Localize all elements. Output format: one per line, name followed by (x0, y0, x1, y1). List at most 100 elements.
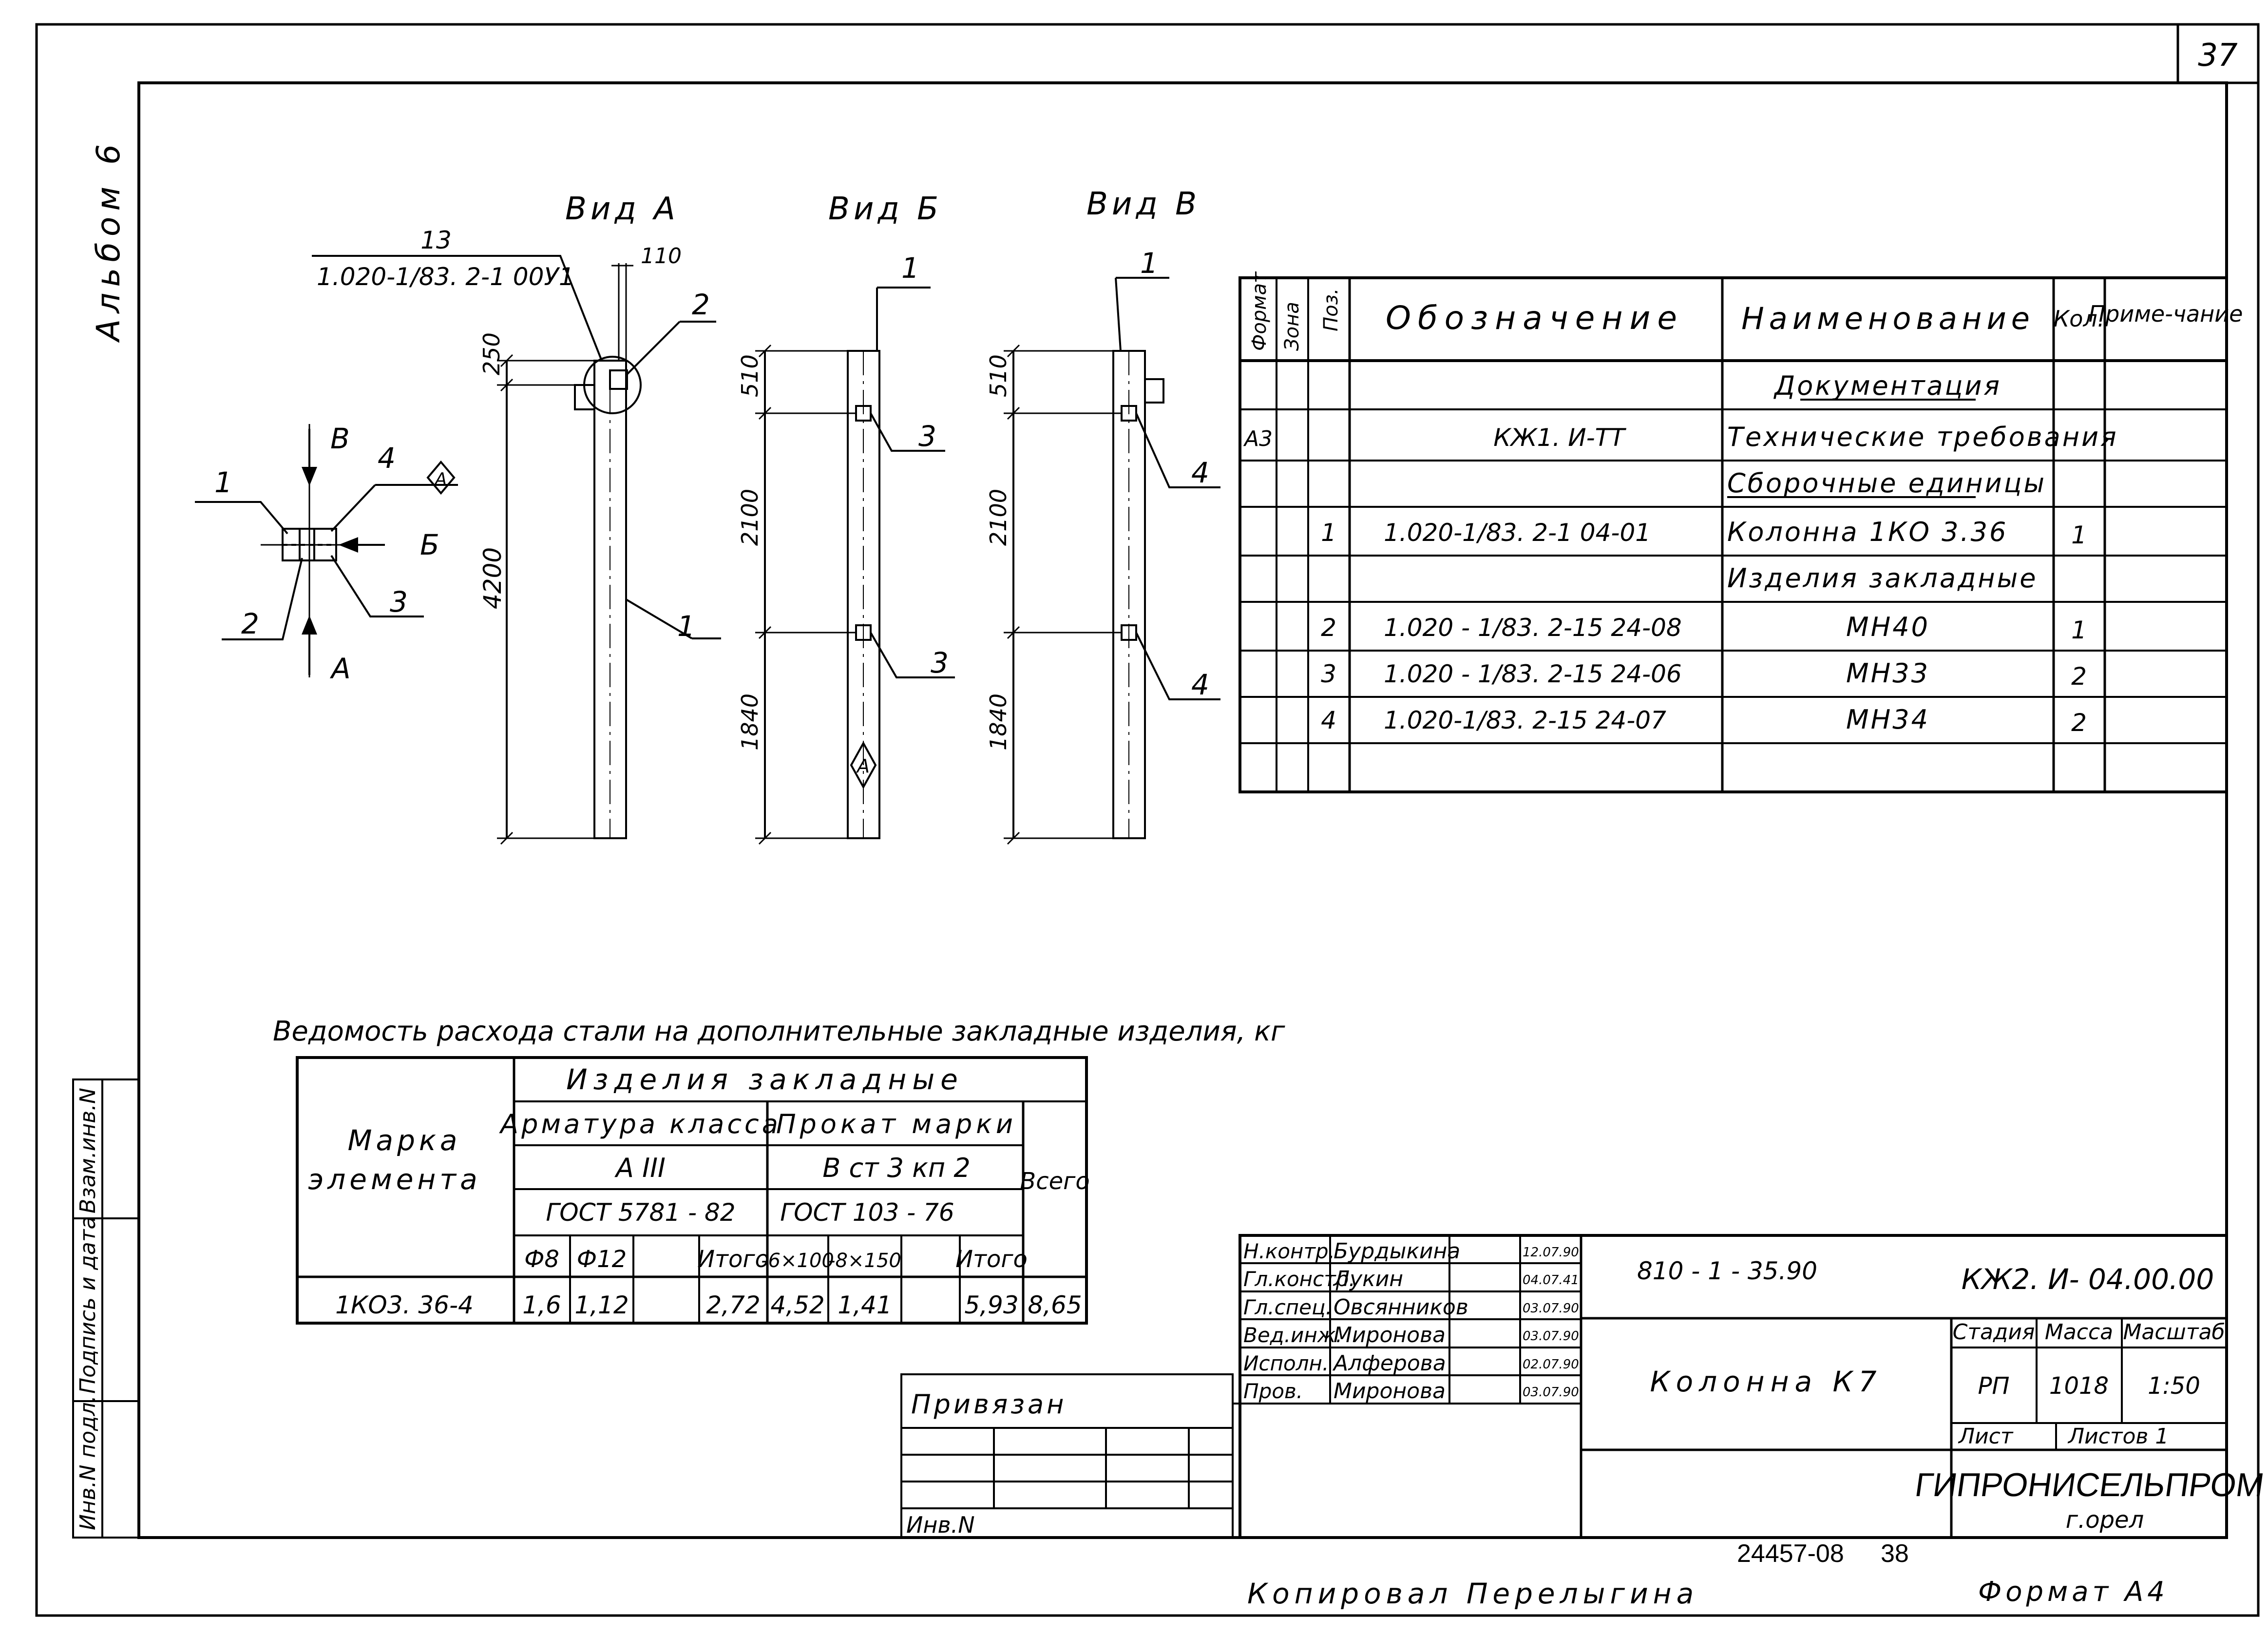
side-stamp (72, 1078, 140, 1539)
spec-row-name: МН34 (1846, 704, 1930, 735)
title-block-code: КЖ2. И- 04.00.00 (1962, 1263, 2214, 1296)
title-block-mass: 1018 (2049, 1372, 2109, 1400)
view-v-pos-4b: 4 (1191, 668, 1209, 701)
view-b-dim-510: 510 (737, 354, 763, 397)
title-block-name: Миронова (1334, 1379, 1446, 1404)
steel-value: 1,6 (522, 1291, 561, 1319)
spec-row-name: Документация (1773, 370, 2001, 401)
title-block-date: 03.07.90 (1523, 1329, 1579, 1344)
title-block-mass-label: Масса (2045, 1320, 2113, 1345)
title-block-name: Миронова (1334, 1323, 1446, 1347)
title-block-sheet-label: Лист (1958, 1424, 2014, 1449)
title-block-series: 810 - 1 - 35.90 (1637, 1257, 1817, 1285)
steel-value: 1,12 (574, 1291, 629, 1319)
spec-row-pos: 4 (1321, 706, 1336, 734)
spec-row: Документация (1773, 370, 2001, 401)
view-a-dim-110: 110 (641, 244, 682, 269)
steel-total-header: Всего (1020, 1168, 1089, 1195)
page-number: 37 (2198, 38, 2238, 74)
plan-view (195, 424, 458, 677)
title-block-city: г.орел (2066, 1506, 2144, 1534)
footer-sheet: 38 (1881, 1540, 1909, 1568)
spec-row-qty: 1 (2071, 521, 2087, 549)
steel-rolled: Прокат марки (776, 1109, 1017, 1139)
footer-format: Формат А4 (1978, 1576, 2169, 1608)
title-block-date: 02.07.90 (1523, 1357, 1579, 1372)
spec-row-designation: 1.020 - 1/83. 2-15 24-08 (1384, 614, 1682, 642)
view-v-pos-4a: 4 (1191, 456, 1209, 489)
spec-row-name: МН40 (1846, 612, 1930, 642)
view-a-dim-4200: 4200 (478, 547, 507, 609)
steel-col-header: -6×100 (761, 1250, 834, 1272)
title-block-role: Исполн. (1243, 1351, 1329, 1375)
spec-row-designation: КЖ1. И-ТТ (1493, 423, 1626, 452)
steel-value: 1,41 (838, 1291, 892, 1319)
plan-diamond-label: А (434, 469, 447, 489)
outer-border (35, 23, 2260, 1617)
steel-caption: Ведомость расхода стали на дополнительны… (273, 1016, 1285, 1047)
page-number-box (2176, 23, 2260, 84)
spec-row-designation: 1.020-1/83. 2-1 04-01 (1384, 519, 1651, 547)
title-block-role-row: Исполн.Алферова 02.07.90 (1243, 1351, 1579, 1376)
title-block-stage: РП (1978, 1372, 2009, 1400)
spec-row-designation: 1.020 - 1/83. 2-15 24-06 (1384, 660, 1682, 688)
steel-col-header: Ф8 (524, 1246, 559, 1273)
spec-row-pos: 3 (1321, 660, 1336, 688)
binding-label: Привязан (911, 1389, 1067, 1420)
side-stamp-sign: Подпись и дата (76, 1216, 100, 1394)
spec-row-name: МН33 (1846, 658, 1930, 689)
footer-archive: 24457-08 (1737, 1540, 1844, 1568)
steel-col-header: -8×150 (828, 1250, 901, 1272)
view-a-ref-doc: 1.020-1/83. 2-1 00У1 (317, 263, 574, 291)
view-a-leader-13: 13 (420, 226, 452, 254)
title-block-role: Н.контр. (1243, 1239, 1335, 1263)
view-a-pos-1: 1 (677, 610, 695, 643)
title-block-org: ГИПРОНИСЕЛЬПРОМ (1913, 1466, 2267, 1503)
spec-header-zone: Зона (1281, 302, 1303, 351)
spec-row: Изделия закладные (1727, 563, 2036, 594)
spec-row-pos: 1 (1321, 519, 1336, 547)
title-block-role: Пров. (1243, 1379, 1303, 1403)
title-block-role: Гл.констр. (1243, 1267, 1355, 1291)
steel-mark-header-2: элемента (308, 1163, 481, 1196)
spec-row-pos: 2 (1321, 614, 1336, 642)
title-block-date: 12.07.90 (1523, 1245, 1579, 1260)
footer-copied: Копировал Перелыгина (1247, 1577, 1698, 1610)
view-v-dim-510: 510 (985, 354, 1011, 397)
spec-header-name: Наименование (1741, 301, 2035, 336)
title-block-date: 04.07.41 (1523, 1273, 1579, 1288)
title-block-title: Колонна К7 (1650, 1365, 1882, 1398)
spec-row-designation: 1.020-1/83. 2-15 24-07 (1384, 706, 1666, 734)
view-b-drawing (755, 287, 955, 845)
spec-row-format: А3 (1243, 426, 1273, 451)
plan-pos-3: 3 (390, 585, 408, 618)
title-block-stage-label: Стадия (1953, 1320, 2035, 1345)
binding-inv: Инв.N (906, 1512, 975, 1538)
steel-rolled-grade: В ст 3 кп 2 (822, 1153, 971, 1183)
spec-row-name: Сборочные единицы (1727, 468, 2046, 499)
steel-col-header: Итого (955, 1246, 1028, 1273)
steel-col-header: Ф12 (577, 1246, 627, 1273)
title-block-name: Алферова (1332, 1351, 1446, 1376)
plan-arrow-b: Б (420, 528, 439, 561)
spec-row-name: Колонна 1КО 3.36 (1727, 517, 2008, 547)
steel-table (296, 1056, 1088, 1325)
title-block (1233, 1234, 2228, 1539)
view-a-pos-2: 2 (692, 288, 710, 321)
spec-header-format: Формат (1248, 271, 1271, 351)
title-block-scale-label: Масштаб (2123, 1320, 2225, 1345)
view-v-pos-1: 1 (1140, 247, 1158, 280)
spec-header-note: Приме-чание (2089, 301, 2243, 327)
